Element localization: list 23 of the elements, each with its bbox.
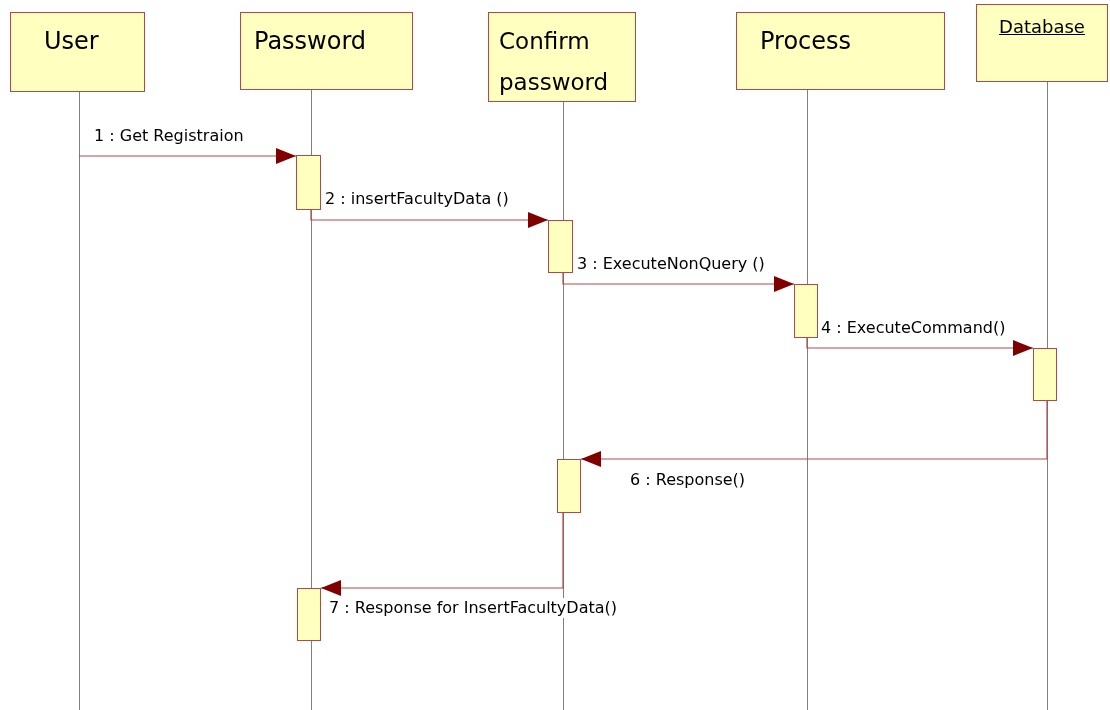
- message-arrow: [320, 512, 564, 596]
- message-label: 3 : ExecuteNonQuery (): [576, 254, 766, 274]
- message-arrow: [806, 337, 1034, 356]
- participant-name: Process: [760, 26, 853, 57]
- activation-bar: [296, 155, 321, 210]
- activation-bar: [548, 220, 573, 273]
- message-arrow: [562, 272, 795, 292]
- participant-name: Password: [254, 26, 368, 57]
- message-label: 2 : insertFacultyData (): [324, 189, 510, 209]
- message-arrow: [78, 148, 297, 164]
- activation-bar: [557, 459, 581, 513]
- participant-name: Confirm password: [499, 27, 610, 97]
- participant-name: Database: [998, 15, 1086, 39]
- activation-bar: [297, 588, 321, 641]
- activation-bar: [1033, 348, 1057, 401]
- message-arrow: [580, 400, 1048, 467]
- activation-bar: [794, 284, 818, 338]
- message-label: 6 : Response(): [629, 470, 747, 490]
- participant-name: User: [44, 26, 100, 57]
- message-arrow: [310, 209, 549, 228]
- message-label: 4 : ExecuteCommand(): [820, 318, 1007, 338]
- message-label: 7 : Response for InsertFacultyData(): [328, 598, 618, 618]
- message-label: 1 : Get Registraion: [93, 126, 245, 146]
